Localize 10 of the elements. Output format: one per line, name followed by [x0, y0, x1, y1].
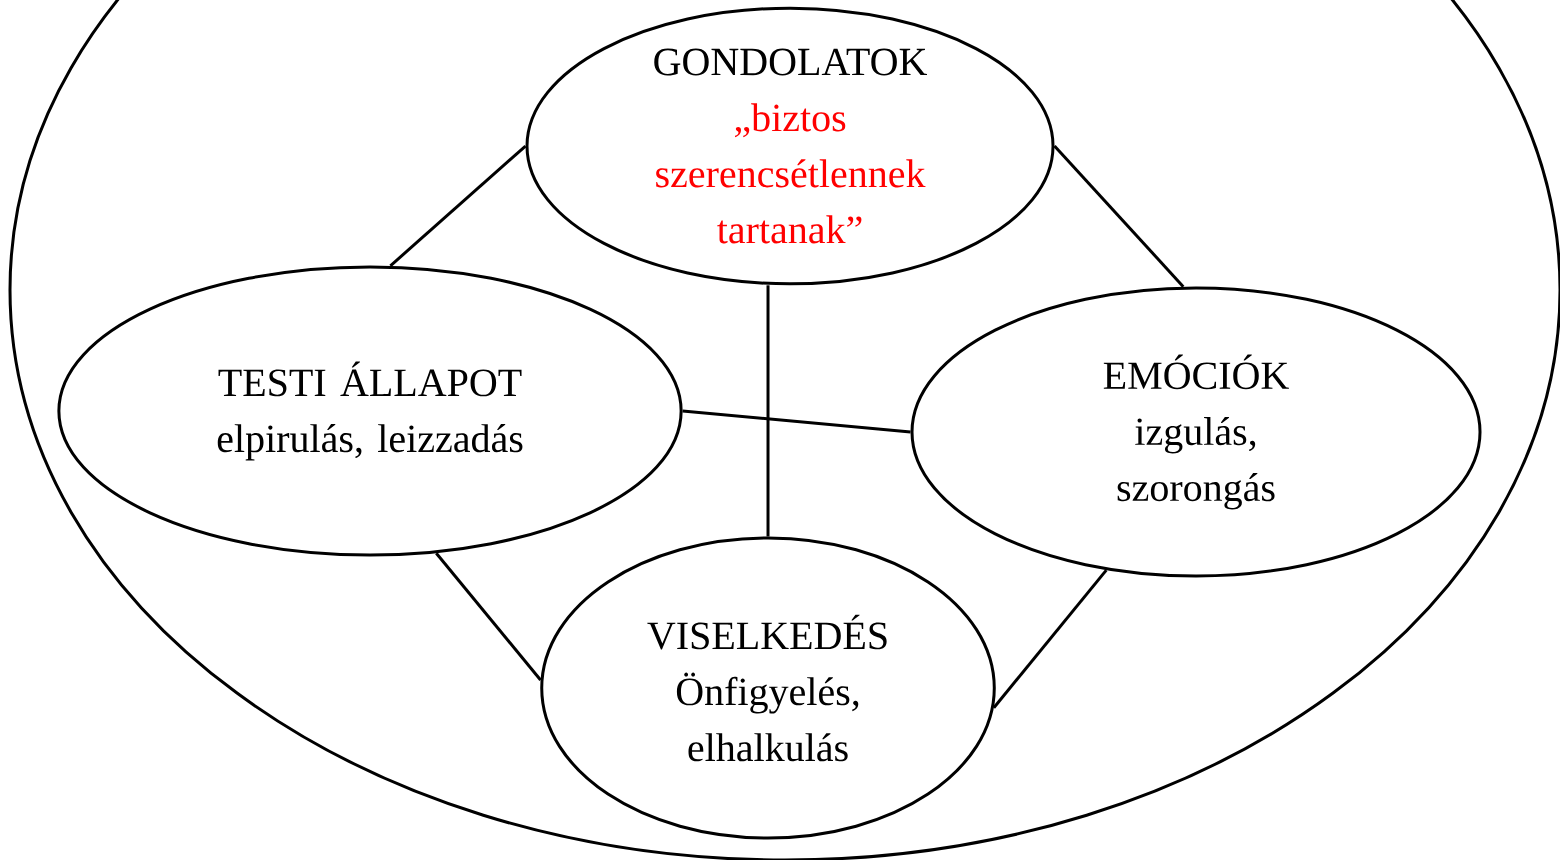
connector-line [1053, 145, 1185, 288]
ellipse-node: EMÓCIÓK izgulás, szorongás [910, 286, 1482, 578]
connector-line [435, 552, 542, 681]
ellipse-node: GONDOLATOK „biztos szerencsétlennek tartanak” [525, 6, 1055, 286]
ellipse-node: VISELKEDÉS Önfigyelés, elhalkulás [540, 536, 996, 840]
connector-line [682, 409, 911, 434]
ellipse-node: TESTI ÁLLAPOT elpirulás, leizzadás [57, 265, 683, 557]
connector-line [992, 569, 1108, 709]
connector-line [389, 144, 527, 267]
connector-line [766, 285, 770, 537]
